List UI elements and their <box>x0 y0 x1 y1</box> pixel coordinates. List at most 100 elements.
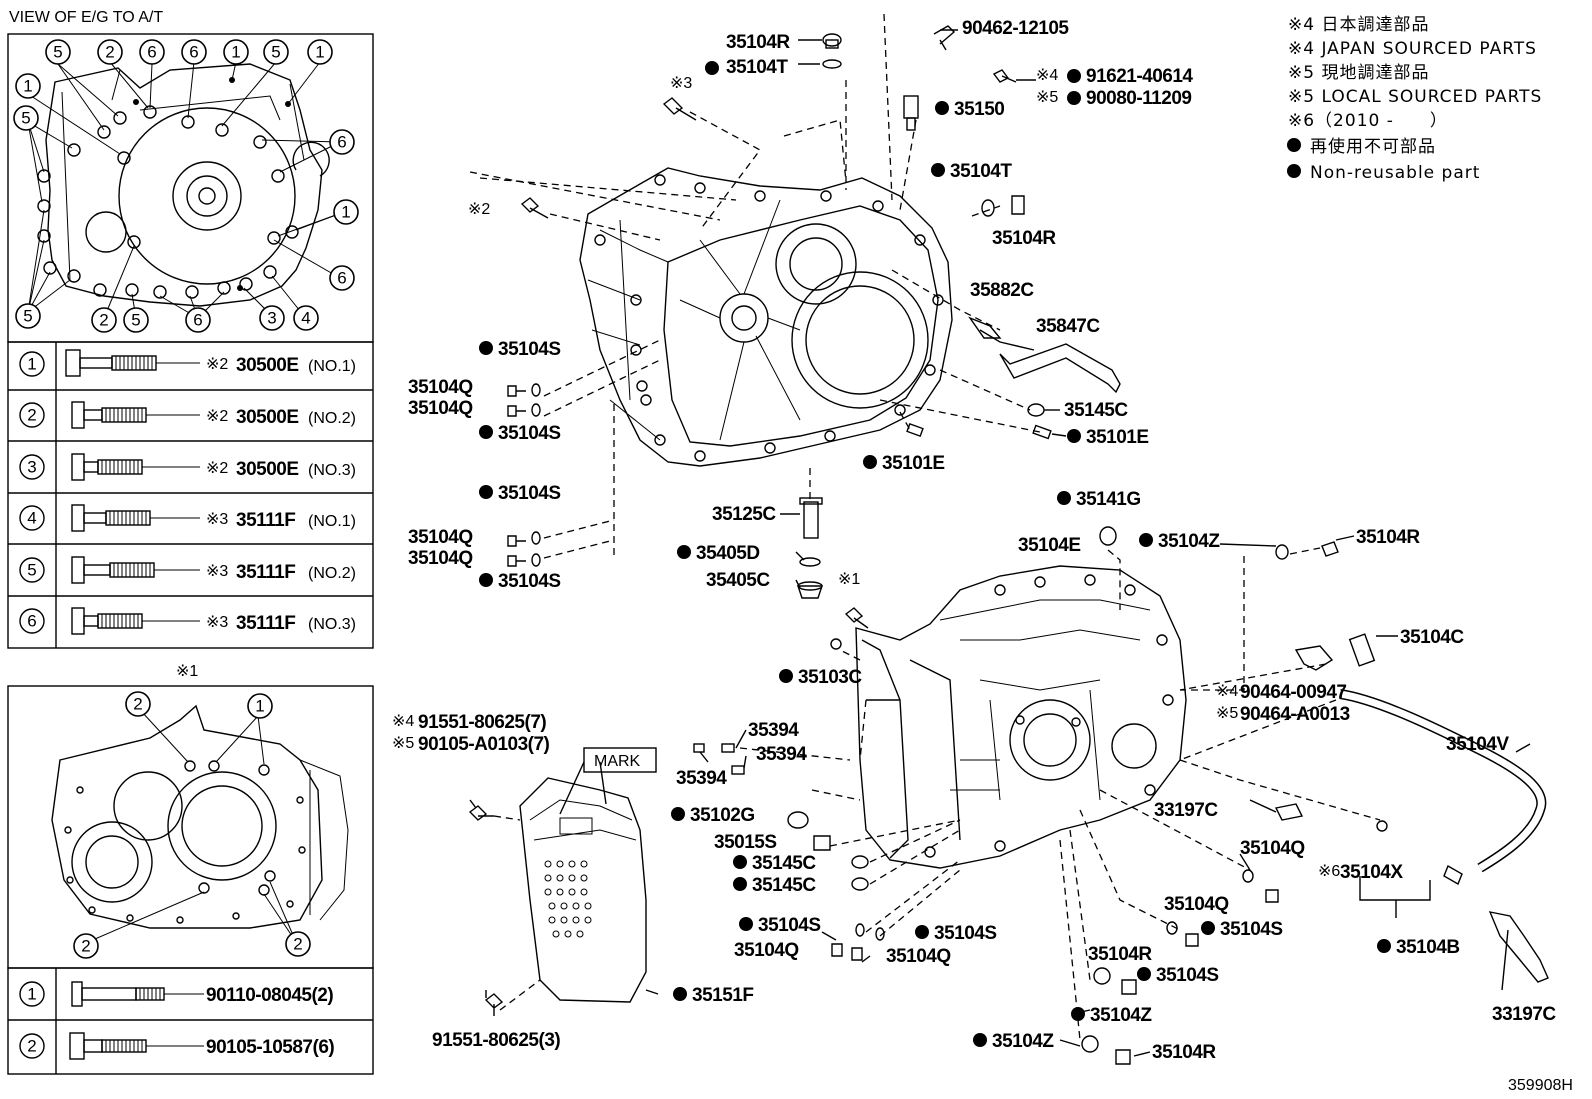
part-label: 33197C <box>1492 1004 1556 1025</box>
part-label: 35145C <box>1064 400 1128 421</box>
non-reusable-dot <box>1287 138 1301 152</box>
part-label: 35104R <box>992 228 1056 249</box>
part-label: 35882C <box>970 280 1034 301</box>
part-label: 35104R <box>1356 527 1420 548</box>
svg-text:3: 3 <box>267 309 276 328</box>
svg-text:6: 6 <box>193 311 202 330</box>
svg-text:2: 2 <box>27 406 36 425</box>
svg-text:2: 2 <box>99 311 108 330</box>
svg-text:2: 2 <box>27 1037 36 1056</box>
part-label: 90462-12105 <box>962 18 1069 39</box>
svg-text:※3: ※3 <box>206 563 228 580</box>
svg-text:※3: ※3 <box>206 511 228 528</box>
svg-text:(NO.3): (NO.3) <box>308 462 356 479</box>
part-label: 35104Z <box>992 1031 1054 1052</box>
ref-mark: ※4 <box>1216 683 1238 700</box>
part-label: 91551-80625(3) <box>432 1030 560 1051</box>
callout-circles: 5 2 6 6 1 5 1 1 5 6 1 6 5 2 5 6 3 4 <box>13 39 359 333</box>
svg-text:6: 6 <box>189 43 198 62</box>
svg-text:6: 6 <box>27 612 36 631</box>
part-label: 35104V <box>1446 734 1509 755</box>
view-title: VIEW OF E/G TO A/T <box>9 9 163 26</box>
row-number: 1 <box>27 355 36 374</box>
callout-circles-2: 2 1 2 2 <box>73 691 311 959</box>
legend-line-4: ※5 LOCAL SOURCED PARTS <box>1288 87 1542 107</box>
part-labels: 35104R 35104T ※3 90462-12105 ※4 91621-40… <box>392 18 1573 1094</box>
part-label: 35104B <box>1396 937 1460 958</box>
legend-line-6: 再使用不可部品 <box>1310 136 1436 157</box>
part-label: 35145C <box>752 875 816 896</box>
part-label: 35015S <box>714 832 777 853</box>
table1-row-5: 5 ※3 35111F (NO.2) <box>19 556 356 584</box>
part-label: 35104Q <box>408 548 473 569</box>
svg-text:1: 1 <box>231 43 240 62</box>
legend-line-2: ※4 JAPAN SOURCED PARTS <box>1288 39 1537 59</box>
ref-mark: ※1 <box>838 571 860 588</box>
mark-box <box>583 747 657 773</box>
small-parts <box>468 25 1549 1065</box>
table1-row-4: 4 ※3 35111F (NO.1) <box>19 504 356 532</box>
part-label: 35104E <box>1018 535 1081 556</box>
mark-label: MARK <box>594 753 641 770</box>
svg-text:4: 4 <box>301 309 310 328</box>
part-label: 35145C <box>752 853 816 874</box>
transaxle-housing <box>579 167 953 467</box>
part-label: 35103C <box>798 667 862 688</box>
ref-mark: ※5 <box>1036 89 1058 106</box>
part-label: 90464-A0013 <box>1240 704 1350 725</box>
part-label: 35104Z <box>1090 1005 1152 1026</box>
part-label: 35104S <box>758 915 821 936</box>
part-label: 35104S <box>498 423 561 444</box>
non-reusable-dot <box>705 61 719 75</box>
svg-text:6: 6 <box>147 43 156 62</box>
part-label: 35104C <box>1400 627 1464 648</box>
part-label: 35394 <box>748 720 799 741</box>
svg-text:※2: ※2 <box>206 356 228 373</box>
part-label: 90464-00947 <box>1240 682 1347 703</box>
svg-text:5: 5 <box>27 561 36 580</box>
svg-text:1: 1 <box>255 697 264 716</box>
bolt-table-1: 1 ※2 30500E (NO.1) 2 ※2 30500E (NO.2) 3 <box>7 341 374 649</box>
part-label: 35104S <box>1220 919 1283 940</box>
svg-text:※3: ※3 <box>206 614 228 631</box>
part-label: 35101E <box>882 453 945 474</box>
ref-mark: ※6 <box>1318 863 1340 880</box>
svg-text:30500E: 30500E <box>236 459 299 480</box>
ref-mark: ※2 <box>468 201 490 218</box>
bolt-holes-2 <box>64 760 306 924</box>
ref-mark: ※5 <box>392 735 414 752</box>
svg-text:(NO.2): (NO.2) <box>308 565 356 582</box>
svg-text:35111F: 35111F <box>236 562 295 583</box>
view-note-1: ※1 2 1 2 2 <box>7 663 374 969</box>
reference-lines <box>469 13 1381 1041</box>
part-label: 35104Q <box>408 377 473 398</box>
svg-text:6: 6 <box>337 269 346 288</box>
part-label: 35104Q <box>734 940 799 961</box>
part-label: 35394 <box>676 768 727 789</box>
part-label: 35104R <box>1088 944 1152 965</box>
part-label: 91551-80625(7) <box>418 712 546 733</box>
part-label: 35104Q <box>1164 894 1229 915</box>
part-label: 35151F <box>692 985 753 1006</box>
svg-text:90105-10587(6): 90105-10587(6) <box>206 1037 334 1058</box>
oil-pan <box>519 777 647 1003</box>
svg-text:3: 3 <box>27 458 36 477</box>
svg-text:2: 2 <box>105 43 114 62</box>
bolt-holes <box>37 77 299 299</box>
view2-title: ※1 <box>176 663 198 680</box>
svg-text:5: 5 <box>131 311 140 330</box>
table1-row-1: 1 ※2 30500E (NO.1) <box>19 349 356 377</box>
housing-outline <box>45 63 323 307</box>
legend-line-3: ※5 現地調達部品 <box>1288 63 1429 83</box>
housing-outline-2 <box>51 704 323 929</box>
part-label: 35101E <box>1086 427 1149 448</box>
transaxle-case <box>855 565 1187 869</box>
part-label: 35394 <box>756 744 807 765</box>
part-label: 35104Q <box>1240 838 1305 859</box>
part-label: 35104T <box>726 57 788 78</box>
svg-text:1: 1 <box>341 203 350 222</box>
part-label: 35104S <box>498 483 561 504</box>
legend-line-7: Non-reusable part <box>1310 163 1480 183</box>
svg-text:35111F: 35111F <box>236 613 295 634</box>
